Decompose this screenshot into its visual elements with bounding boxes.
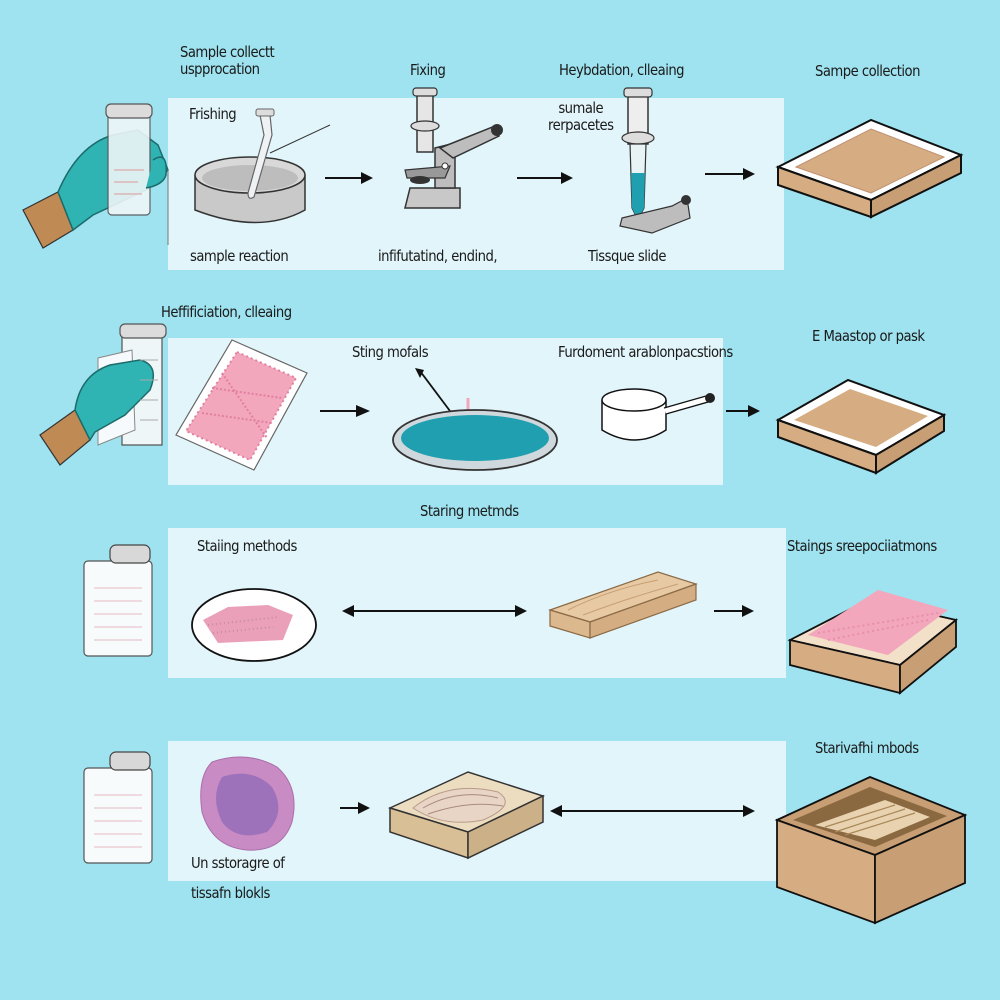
row-4-result-title: Starivafhi mbods [815,739,919,757]
row-2-step-3-title: Furdoment arablonpacstions [558,343,733,361]
row-1-step-3-title: Heybdation, clleaing [559,61,685,79]
tissue-box-icon [787,590,959,695]
row-2-header-left: Heffificiation, clleaing [161,303,292,321]
row-3-panel-title: Staiing methods [197,537,297,555]
microtome-tube-icon [619,87,691,234]
row-4-arrow-both [550,805,755,817]
row-1-header-left: Sample collectt uspprocation [180,43,275,78]
tray-box-icon [775,378,947,475]
paraffin-block-icon [387,771,546,860]
staining-dish-icon [392,368,558,471]
microscope-icon [404,87,503,209]
row-3-arrow-right [714,605,754,617]
stained-tissue-icon [200,756,295,851]
row-3-result-title: Staings sreepociiatmons [787,537,937,555]
row-2-result-title: E Maastop or pask [812,327,925,345]
row-1-caption-1: sample reaction [190,247,289,265]
row-1-arrow-3 [705,168,755,180]
specimen-jar-icon [83,751,153,864]
specimen-jar-icon [83,544,153,657]
row-1-result-title: Sampe collection [815,62,920,80]
row-1-caption-2: infifutatind, endind, [378,247,498,265]
petri-dish-pipette-icon [194,108,331,224]
row-2-step-2-title: Sting mofals [352,343,429,361]
gloved-hand-jar-icon [22,103,169,249]
row-2-arrow-1 [320,405,370,417]
row-1-step-2-title: Fixing [410,61,446,79]
row-3-header-center: Staring metmds [420,502,519,520]
row-4-caption: Un sstoragre of tissafn blokls [191,854,285,902]
row-3-arrow-both [342,605,527,617]
storage-box-icon [774,776,968,925]
tissue-slide-icon [175,339,308,471]
row-1-arrow-1 [325,172,373,184]
saucepan-icon [601,388,715,441]
tissue-dish-icon [191,588,317,662]
wood-block-icon [548,571,698,639]
row-4-arrow-right [340,802,370,814]
row-1-panel-title: Frishing [189,105,237,123]
gloved-hand-jar-icon [39,323,167,466]
row-1-arrow-2 [517,172,573,184]
tray-box-icon [775,118,964,219]
row-1-caption-3: Tissque slide [588,247,667,265]
row-1-step-3-sub: sumale rerpacetes [548,99,614,134]
row-2-arrow-2 [726,405,760,417]
